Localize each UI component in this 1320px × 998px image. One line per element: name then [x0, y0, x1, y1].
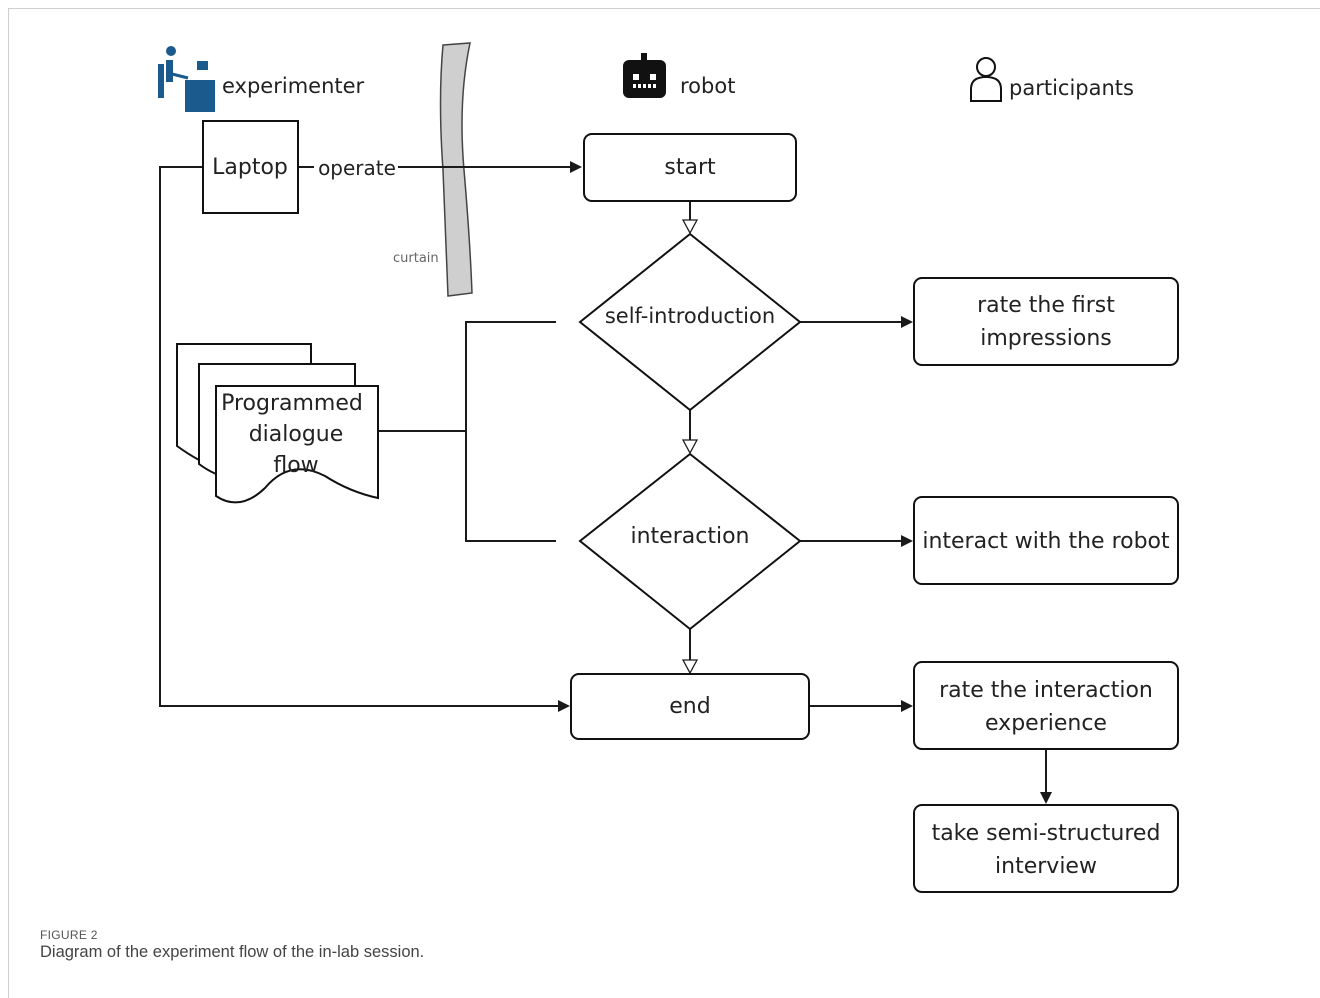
- lane-robot: robot: [680, 74, 735, 98]
- rate-experience-line-1: rate the interaction: [939, 678, 1153, 703]
- dialogue-line-2: dialogue: [249, 422, 344, 447]
- dialogue-line-1: Programmed: [221, 391, 363, 416]
- first-impressions-line-2: impressions: [980, 326, 1112, 351]
- figure-caption: Diagram of the experiment flow of the in…: [40, 943, 425, 961]
- figure-frame: [8, 8, 1320, 998]
- end-node: [570, 673, 810, 740]
- self-introduction-node: [578, 232, 802, 412]
- lane-experimenter: experimenter: [222, 74, 365, 98]
- connectors: [159, 161, 1052, 804]
- start-label: start: [664, 155, 716, 180]
- experimenter-icon: [158, 46, 215, 112]
- end-label: end: [669, 694, 710, 719]
- first-impressions-node: [913, 277, 1179, 366]
- start-node: [583, 133, 797, 202]
- person-icon: [970, 57, 1002, 102]
- interact-robot-node: [913, 496, 1179, 585]
- interview-node: [913, 804, 1179, 893]
- laptop-label: Laptop: [212, 155, 288, 180]
- flow-diagram: experimenter robot participants curtain: [158, 42, 1179, 893]
- dialogue-document-stack: [176, 343, 379, 504]
- dialogue-line-3: flow: [273, 453, 318, 478]
- rate-experience-node: [913, 661, 1179, 750]
- first-impressions-line-1: rate the first: [977, 293, 1115, 318]
- interaction-label: interaction: [631, 524, 750, 549]
- figure-label: FIGURE 2: [40, 928, 98, 942]
- curtain-shape: [439, 42, 473, 297]
- operate-label: operate: [318, 156, 396, 180]
- self-introduction-label: self-introduction: [605, 304, 775, 328]
- rate-experience-line-2: experience: [985, 711, 1107, 736]
- robot-icon: [623, 53, 666, 98]
- lane-participants: participants: [1009, 76, 1134, 100]
- laptop-box: [202, 120, 299, 214]
- interact-robot-label: interact with the robot: [922, 529, 1170, 554]
- interaction-node: [578, 452, 802, 631]
- curtain-label: curtain: [393, 251, 439, 266]
- interview-line-2: interview: [995, 854, 1097, 879]
- interview-line-1: take semi-structured: [932, 821, 1161, 846]
